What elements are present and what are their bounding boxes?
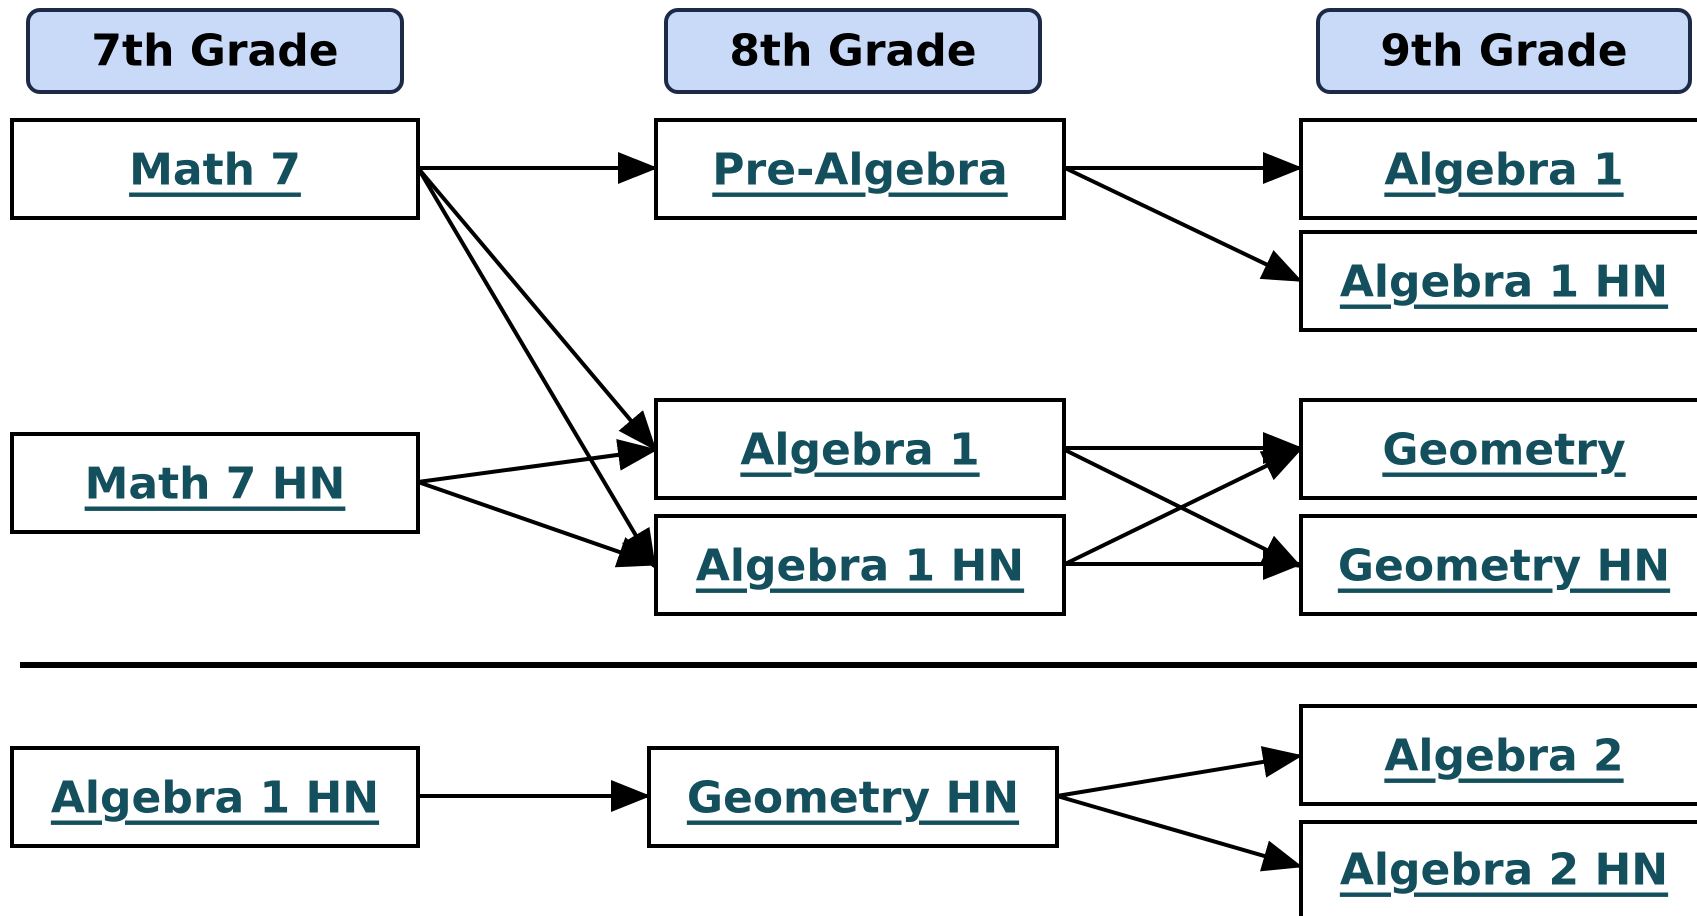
- course-box-geometryhn-grade8[interactable]: Geometry HN: [647, 746, 1059, 848]
- course-box-math7hn[interactable]: Math 7 HN: [10, 432, 420, 534]
- course-box-math7[interactable]: Math 7: [10, 118, 420, 220]
- course-box-algebra1hn-grade7[interactable]: Algebra 1 HN: [10, 746, 420, 848]
- course-link-prealgebra[interactable]: Pre-Algebra: [712, 145, 1007, 196]
- course-box-geometryhn-grade9[interactable]: Geometry HN: [1299, 514, 1697, 616]
- course-link-math7hn[interactable]: Math 7 HN: [85, 459, 346, 510]
- pathway-arrows: [416, 152, 1303, 872]
- course-box-prealgebra[interactable]: Pre-Algebra: [654, 118, 1066, 220]
- course-link-algebra1-grade9[interactable]: Algebra 1: [1384, 145, 1623, 196]
- course-link-algebra1-grade8[interactable]: Algebra 1: [740, 425, 979, 476]
- arrow-math7-to-algebra1hn: [416, 166, 657, 570]
- header-8th-grade-label: 8th Grade: [729, 26, 976, 77]
- course-box-algebra2-grade9[interactable]: Algebra 2: [1299, 704, 1697, 806]
- arrow-geometryhn-to-algebra2hn: [1056, 794, 1303, 872]
- arrow-algebra1hn-to-geometry: [1064, 448, 1303, 566]
- course-box-algebra1hn-grade8[interactable]: Algebra 1 HN: [654, 514, 1066, 616]
- course-box-algebra1-grade8[interactable]: Algebra 1: [654, 398, 1066, 500]
- course-link-algebra1hn-grade8[interactable]: Algebra 1 HN: [696, 541, 1024, 592]
- header-7th-grade-label: 7th Grade: [91, 26, 338, 77]
- course-link-math7[interactable]: Math 7: [129, 145, 301, 196]
- course-link-geometry-grade9[interactable]: Geometry: [1382, 425, 1625, 476]
- arrow-prealgebra-to-algebra1hn: [1064, 166, 1303, 282]
- course-box-algebra1-grade9[interactable]: Algebra 1: [1299, 118, 1697, 220]
- course-link-geometryhn-grade9[interactable]: Geometry HN: [1338, 541, 1670, 592]
- header-9th-grade: 9th Grade: [1316, 8, 1692, 94]
- course-link-algebra2-grade9[interactable]: Algebra 2: [1384, 731, 1623, 782]
- course-link-algebra1hn-grade7[interactable]: Algebra 1 HN: [51, 773, 379, 824]
- arrow-geometryhn-to-algebra2: [1056, 746, 1303, 798]
- course-box-geometry-grade9[interactable]: Geometry: [1299, 398, 1697, 500]
- arrow-math7hn-to-algebra1: [417, 438, 658, 484]
- course-box-algebra1hn-grade9[interactable]: Algebra 1 HN: [1299, 230, 1697, 332]
- arrow-math7hn-to-algebra1hn: [417, 480, 658, 568]
- course-link-geometryhn-grade8[interactable]: Geometry HN: [687, 773, 1019, 824]
- header-7th-grade: 7th Grade: [26, 8, 404, 94]
- header-8th-grade: 8th Grade: [664, 8, 1042, 94]
- course-box-algebra2hn-grade9[interactable]: Algebra 2 HN: [1299, 820, 1697, 916]
- course-link-algebra1hn-grade9[interactable]: Algebra 1 HN: [1340, 257, 1668, 308]
- arrow-math7-to-algebra1: [416, 166, 657, 452]
- header-9th-grade-label: 9th Grade: [1380, 26, 1627, 77]
- course-link-algebra2hn-grade9[interactable]: Algebra 2 HN: [1340, 845, 1668, 896]
